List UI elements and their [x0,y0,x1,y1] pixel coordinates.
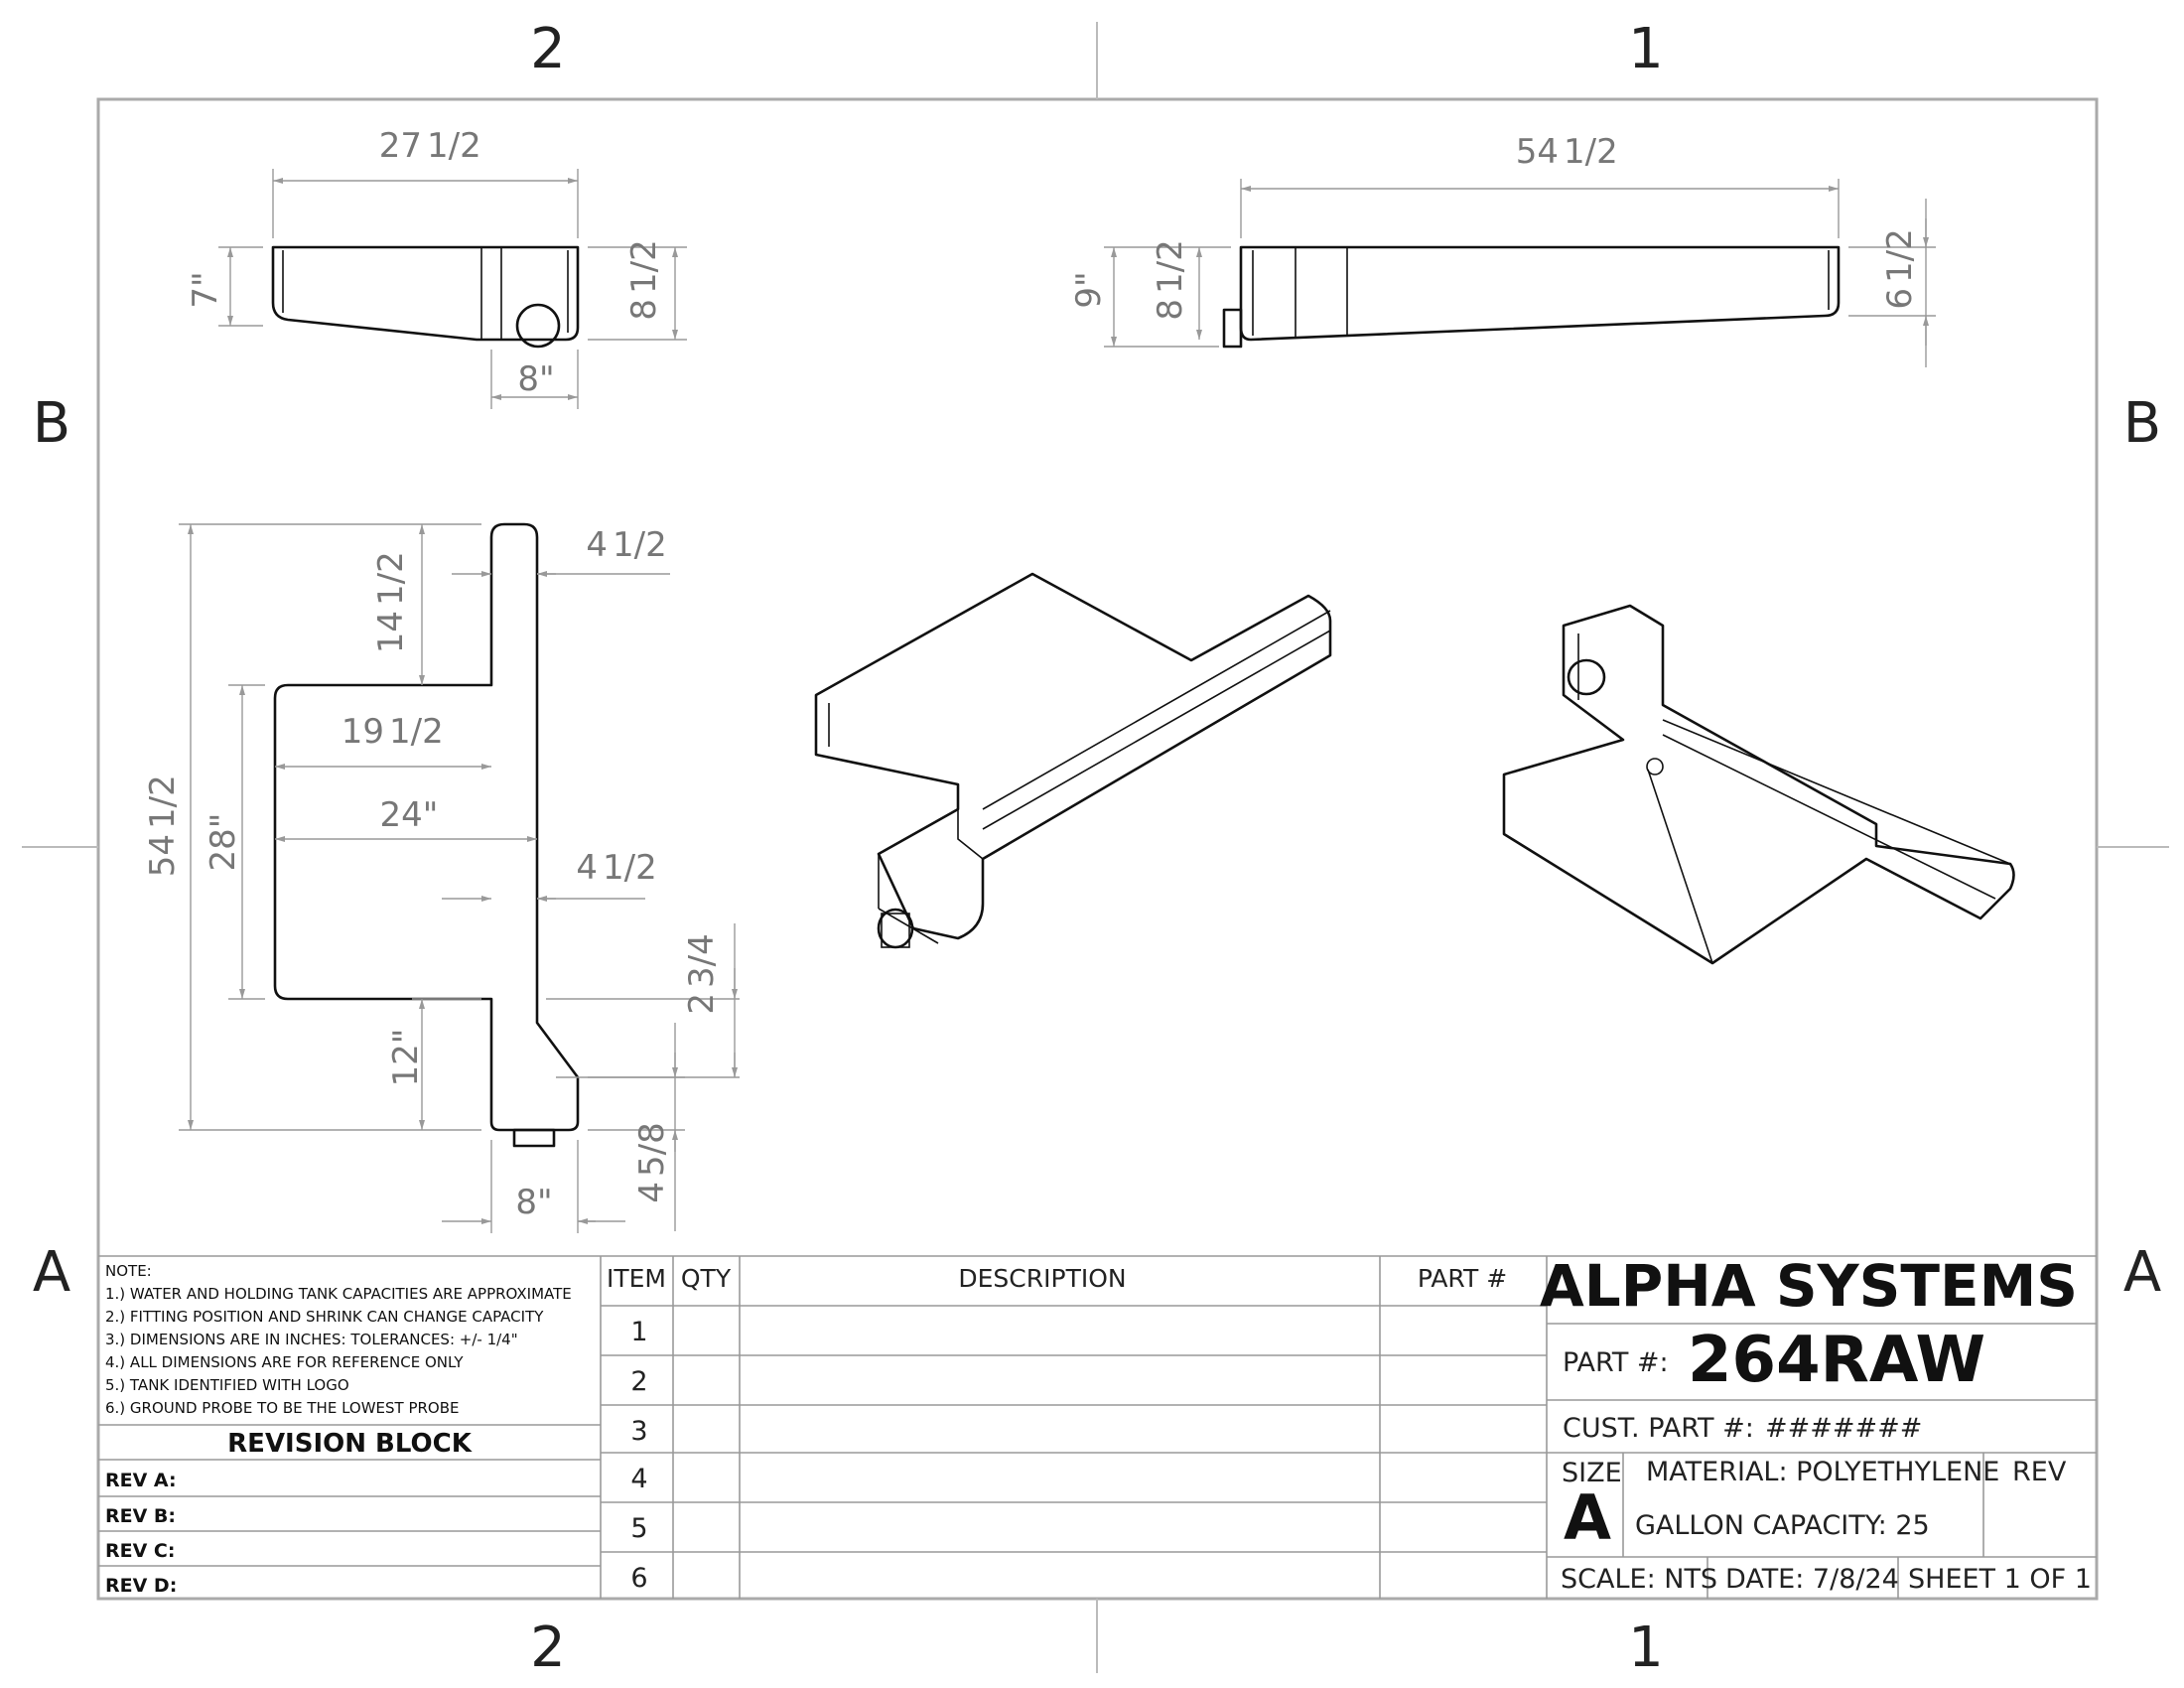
rev-b-label: REV B: [105,1505,176,1527]
bom-item-3: 3 [630,1416,647,1447]
plan-view [179,522,740,1233]
size-label: SIZE [1562,1458,1622,1488]
material-text: MATERIAL: POLYETHYLENE [1646,1457,1999,1487]
dim-plan-step: 2 3/4 [682,933,722,1014]
revision-block-title: REVISION BLOCK [227,1429,473,1459]
zone-label-bottom-1: 1 [1628,1616,1664,1680]
date-text: DATE: 7/8/24 [1725,1564,1899,1595]
bom-item-6: 6 [630,1563,647,1594]
dim-side-depth-frac: 1/2 [1151,239,1190,294]
dim-plan-neck-frac: 1/2 [613,525,667,565]
dim-plan-probe: 4 5/8 [632,1122,672,1202]
drawing-border [22,22,2169,1673]
title-block: ALPHA SYSTEMS PART #: 264RAW CUST. PART … [1540,1252,2097,1599]
notes-block: NOTE: 1.) WATER AND HOLDING TANK CAPACIT… [98,1255,2097,1599]
dim-top-port: 8" [517,359,554,399]
revision-block: REVISION BLOCK REV A: REV B: REV C: REV … [98,1424,601,1597]
rev-d-label: REV D: [105,1575,177,1597]
dim-top-width: 27 1/2 [379,126,481,166]
dim-plan-upper: 14 1/2 [371,551,411,653]
dim-plan-wing: 28" [204,813,243,872]
part-number-value: 264RAW [1688,1324,1985,1397]
part-number-label: PART #: [1563,1347,1669,1378]
zone-label-left-b: B [33,391,70,456]
end-view [218,169,687,409]
bom-item-2: 2 [630,1366,647,1397]
dim-plan-arm: 4 1/2 [576,848,656,888]
dim-side-end-whole: 6 [1880,288,1920,310]
side-view [1104,179,1936,367]
dim-plan-step-frac: 3/4 [682,933,722,988]
dim-side-height: 9" [1069,271,1109,308]
dim-side-length-whole: 54 [1516,132,1559,172]
bom-header-qty: QTY [681,1264,732,1293]
bom-header-part: PART # [1418,1264,1507,1293]
zone-label-top-1: 1 [1628,17,1664,81]
dim-plan-arm-whole: 4 [576,848,598,888]
bom-item-1: 1 [630,1317,647,1347]
dim-plan-reach-frac: 1/2 [389,712,444,752]
rev-a-label: REV A: [105,1470,177,1491]
dim-side-length-frac: 1/2 [1564,132,1618,172]
dim-top-height: 7" [186,271,225,308]
dim-plan-neck-whole: 4 [586,525,608,565]
dim-top-depth: 8 1/2 [624,239,664,320]
dim-plan-span: 24" [380,795,439,835]
note-line-3: 3.) DIMENSIONS ARE IN INCHES: TOLERANCES… [105,1331,518,1348]
dim-plan-upper-whole: 14 [371,611,411,653]
dim-plan-total: 54 1/2 [143,774,183,877]
gallon-capacity-text: GALLON CAPACITY: 25 [1635,1510,1930,1541]
dim-plan-upper-frac: 1/2 [371,551,411,606]
note-line-1: 1.) WATER AND HOLDING TANK CAPACITIES AR… [105,1285,572,1303]
dim-plan-reach-whole: 19 [341,712,384,752]
cust-part-label: CUST. PART #: [1563,1413,1754,1444]
scale-text: SCALE: NTS [1561,1564,1717,1595]
dim-top-width-whole: 27 [379,126,422,166]
note-line-6: 6.) GROUND PROBE TO BE THE LOWEST PROBE [105,1399,460,1417]
dim-plan-base: 8" [515,1183,552,1222]
dim-plan-reach: 19 1/2 [341,712,444,752]
note-line-2: 2.) FITTING POSITION AND SHRINK CAN CHAN… [105,1308,544,1326]
zone-label-left-a: A [33,1240,70,1305]
note-line-4: 4.) ALL DIMENSIONS ARE FOR REFERENCE ONL… [105,1353,464,1371]
company-name: ALPHA SYSTEMS [1540,1252,2078,1320]
isometric-view-bottom [1502,604,2015,965]
rev-label: REV [2012,1457,2067,1487]
bom-item-5: 5 [630,1513,647,1544]
dim-side-depth-whole: 8 [1151,299,1190,321]
rev-c-label: REV C: [105,1540,175,1562]
size-value: A [1564,1481,1611,1554]
dim-side-end-frac: 1/2 [1880,228,1920,283]
dim-side-length: 54 1/2 [1516,132,1618,172]
dim-side-depth: 8 1/2 [1151,239,1190,320]
dim-top-width-frac: 1/2 [427,126,481,166]
zone-label-top-2: 2 [530,17,566,81]
zone-label-right-a: A [2123,1240,2161,1305]
zone-label-right-b: B [2123,391,2161,456]
dim-plan-neck: 4 1/2 [586,525,666,565]
dim-top-depth-whole: 8 [624,299,664,321]
dim-plan-lower: 12" [386,1029,426,1087]
bom-table: ITEM QTY DESCRIPTION PART # 1 2 3 4 5 6 [601,1256,1548,1599]
dim-plan-probe-frac: 5/8 [632,1122,672,1177]
cust-part-value: ####### [1765,1413,1922,1444]
sheet-text: SHEET 1 OF 1 [1908,1564,2092,1595]
dim-plan-total-whole: 54 [143,834,183,877]
bom-header-description: DESCRIPTION [958,1264,1126,1293]
dim-plan-arm-frac: 1/2 [603,848,657,888]
bom-header-item: ITEM [607,1264,666,1293]
dim-plan-step-whole: 2 [682,993,722,1015]
isometric-view-top [814,572,1332,949]
notes-title: NOTE: [105,1262,152,1280]
zone-label-bottom-2: 2 [530,1616,566,1680]
dim-top-depth-frac: 1/2 [624,239,664,294]
dim-side-end: 6 1/2 [1880,228,1920,309]
bom-item-4: 4 [630,1464,647,1494]
dim-plan-probe-whole: 4 [632,1182,672,1203]
note-line-5: 5.) TANK IDENTIFIED WITH LOGO [105,1376,349,1394]
dim-plan-total-frac: 1/2 [143,774,183,829]
